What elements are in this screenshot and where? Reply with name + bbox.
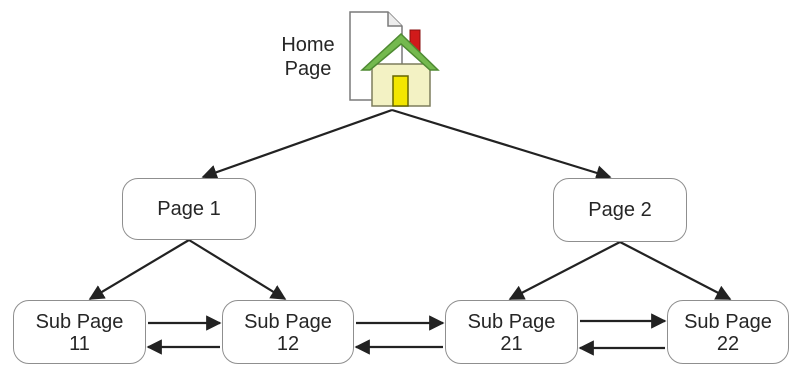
arrow-home-to-page1: [201, 108, 393, 180]
home-page-icon[interactable]: [344, 8, 440, 114]
arrow-page2-to-sub21: [508, 241, 621, 300]
sub-page-21-node[interactable]: Sub Page 21: [445, 300, 578, 364]
house-door: [392, 75, 409, 107]
sub-page-22-node[interactable]: Sub Page 22: [667, 300, 789, 364]
page-1-node[interactable]: Page 1: [122, 178, 256, 240]
sub-page-11-line2: 11: [69, 333, 90, 355]
arrow-home-to-page2: [391, 108, 612, 181]
sub-page-11-node[interactable]: Sub Page 11: [13, 300, 146, 364]
arrow-page1-to-sub11: [88, 239, 190, 300]
home-page-label: Home Page: [268, 33, 348, 81]
arrow-page1-to-sub12: [188, 239, 287, 300]
arrow-page2-to-sub22: [619, 241, 732, 300]
sub-page-11-line1: Sub Page: [35, 310, 124, 333]
sub-page-21-line1: Sub Page: [467, 310, 556, 333]
sub-page-22-line2: 22: [716, 333, 740, 355]
page-2-node[interactable]: Page 2: [553, 178, 687, 242]
sub-page-12-line1: Sub Page: [244, 310, 332, 333]
sub-page-21-line2: 21: [500, 333, 523, 355]
sub-page-22-line1: Sub Page: [684, 310, 772, 333]
home-page-label-line2: Page: [284, 58, 332, 80]
home-page-label-line1: Home: [281, 34, 335, 56]
sub-page-12-node[interactable]: Sub Page 12: [222, 300, 354, 364]
house-roof: [360, 32, 440, 71]
sub-page-12-line2: 12: [276, 333, 300, 355]
document-fold: [387, 12, 402, 27]
